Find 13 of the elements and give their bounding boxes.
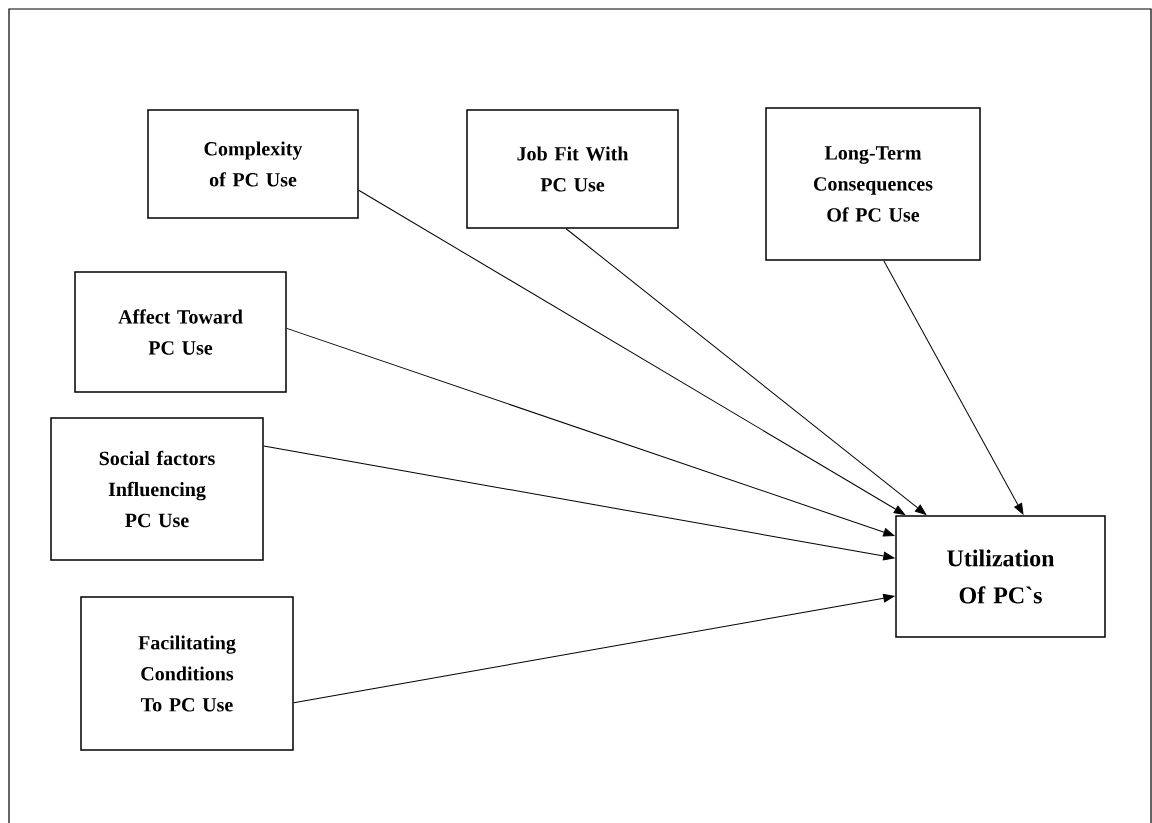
factor-box: Job Fit With PC Use (466, 109, 679, 229)
factor-box: Utilization Of PC`s (895, 515, 1106, 638)
factor-box: Long-Term Consequences Of PC Use (765, 107, 981, 261)
arrow (286, 327, 895, 537)
factor-box: Facilitating Conditions To PC Use (80, 596, 294, 751)
factor-box: Complexity of PC Use (147, 109, 359, 219)
arrow (565, 228, 927, 515)
arrow (263, 445, 895, 561)
arrow (293, 593, 895, 704)
arrow (358, 189, 906, 516)
factor-box: Social factors Influencing PC Use (50, 417, 264, 561)
factor-box: Affect Toward PC Use (74, 271, 287, 393)
arrow (883, 260, 1024, 515)
